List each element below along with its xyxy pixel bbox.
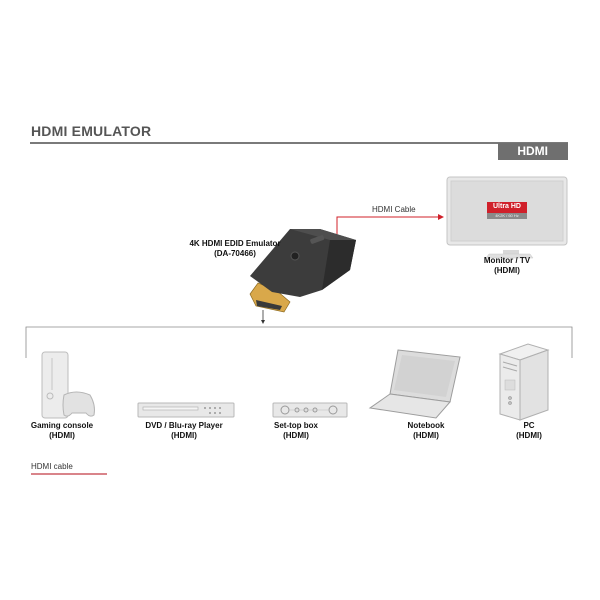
source-name: Set-top box (274, 421, 318, 430)
hdmi-cable-label: HDMI Cable (372, 205, 416, 214)
source-label-dvd: DVD / Blu-ray Player(HDMI) (124, 421, 244, 441)
source-interface: (HDMI) (413, 431, 439, 440)
page-title: HDMI EMULATOR (31, 123, 152, 139)
source-name: DVD / Blu-ray Player (145, 421, 223, 430)
source-name: PC (523, 421, 535, 430)
hdmi-cable-connector (336, 214, 444, 240)
hdmi-badge: HDMI (498, 143, 568, 160)
hdmi-emulator-icon (249, 229, 356, 313)
source-name: Notebook (407, 421, 445, 430)
emulator-model: (DA-70466) (214, 249, 256, 258)
title-divider (30, 142, 568, 144)
source-interface: (HDMI) (49, 431, 75, 440)
source-interface: (HDMI) (283, 431, 309, 440)
dvd-player-icon (137, 402, 235, 418)
monitor-label: Monitor / TV(HDMI) (447, 256, 567, 276)
emulator-label: 4K HDMI EDID Emulator(DA-70466) (175, 239, 295, 259)
gaming-console-icon (41, 351, 95, 419)
source-label-gaming: Gaming console(HDMI) (2, 421, 122, 441)
monitor-name: Monitor / TV (483, 256, 531, 265)
emulator-name: 4K HDMI EDID Emulator (189, 239, 281, 248)
source-interface: (HDMI) (516, 431, 542, 440)
set-top-box-icon (272, 402, 348, 418)
monitor-tv-icon (446, 176, 568, 259)
pc-tower-icon (498, 343, 550, 421)
source-name: Gaming console (30, 421, 94, 430)
ultra-hd-badge: Ultra HD (492, 203, 521, 210)
source-bracket (25, 326, 573, 358)
source-label-set-top-box: Set-top box(HDMI) (236, 421, 356, 441)
legend-line (31, 473, 107, 475)
monitor-interface: (HDMI) (494, 266, 520, 275)
source-label-pc: PC(HDMI) (469, 421, 589, 441)
notebook-icon (368, 349, 461, 419)
ultra-hd-resolution: 4K2K / 60 Hz (495, 213, 519, 218)
legend-label: HDMI cable (31, 462, 73, 471)
source-label-notebook: Notebook(HDMI) (366, 421, 486, 441)
source-interface: (HDMI) (171, 431, 197, 440)
down-arrow (261, 310, 265, 324)
